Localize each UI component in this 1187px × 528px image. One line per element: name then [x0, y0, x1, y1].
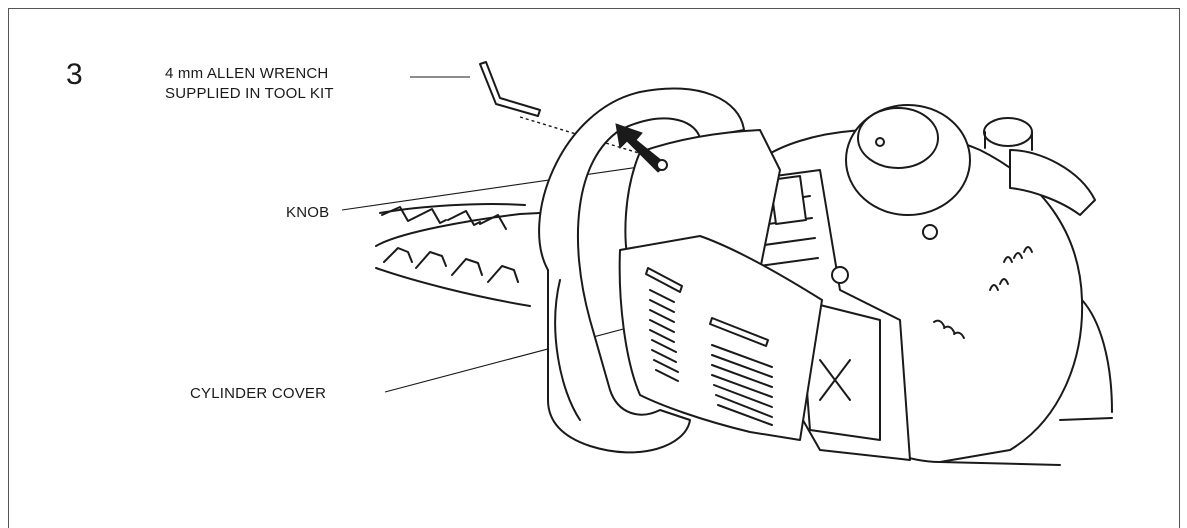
allen-wrench-icon	[479, 61, 541, 117]
callout-cylinder-cover: CYLINDER COVER	[190, 385, 327, 402]
direction-arrow-icon	[615, 123, 668, 173]
choke-knob	[983, 117, 1033, 147]
cutter-blade	[375, 202, 561, 307]
callout-knob: KNOB	[286, 204, 330, 221]
cylinder-cover	[618, 129, 823, 441]
cover-vent-slots	[645, 267, 773, 426]
callout-allen-wrench-line2: SUPPLIED IN TOOL KIT	[165, 85, 334, 102]
starter-handle	[1009, 149, 1096, 216]
callout-allen-wrench-line1: 4 mm ALLEN WRENCH	[165, 65, 329, 82]
front-handle	[538, 87, 745, 454]
callout-allen-wrench: 4 mm ALLEN WRENCH SUPPLIED IN TOOL KIT	[165, 64, 334, 104]
leader-line-knob	[341, 163, 661, 211]
engine-vents	[933, 246, 1033, 339]
knob-icon	[656, 159, 668, 171]
step-number: 3	[66, 58, 83, 91]
figure-frame	[8, 8, 1180, 528]
